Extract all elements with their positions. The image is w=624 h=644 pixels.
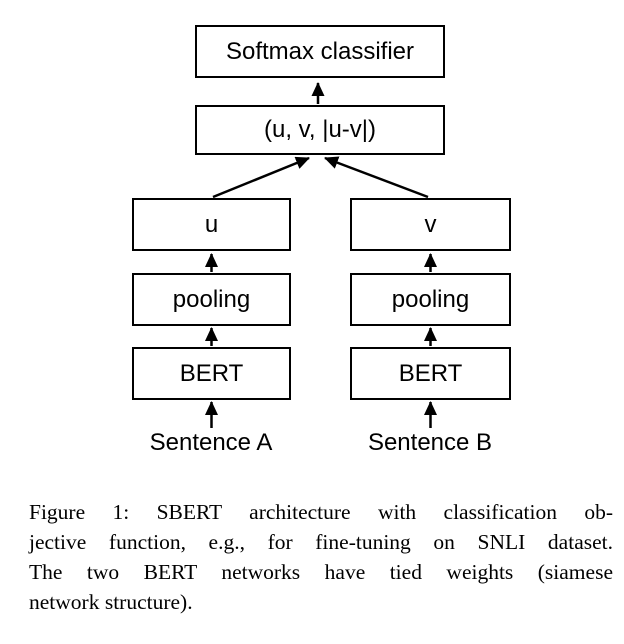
- v-embedding-box: v: [350, 198, 511, 251]
- caption-line-3: The two BERT networks have tied weights …: [29, 560, 613, 584]
- arrow-layer: [205, 82, 437, 428]
- concat-vector-box: (u, v, |u-v|): [195, 105, 445, 155]
- caption-line-1: Figure 1: SBERT architecture with classi…: [29, 500, 613, 524]
- figure-caption: Figure 1: SBERT architecture with classi…: [29, 497, 613, 617]
- u-embedding-box: u: [132, 198, 291, 251]
- caption-line-2: jective function, e.g., for fine-tuning …: [29, 530, 613, 554]
- bert-box-right: BERT: [350, 347, 511, 400]
- bert-box-left: BERT: [132, 347, 291, 400]
- sbert-architecture-diagram: Softmax classifier (u, v, |u-v|) u v poo…: [132, 25, 511, 456]
- caption-line-4: network structure).: [29, 590, 193, 614]
- arrow-u-to-concat: [212, 156, 310, 199]
- pooling-box-right: pooling: [350, 273, 511, 326]
- sentence-a-label: Sentence A: [149, 429, 273, 456]
- arrow-v-to-concat: [324, 156, 429, 199]
- sentence-b-label: Sentence B: [367, 429, 493, 456]
- pooling-box-left: pooling: [132, 273, 291, 326]
- softmax-classifier-box: Softmax classifier: [195, 25, 445, 78]
